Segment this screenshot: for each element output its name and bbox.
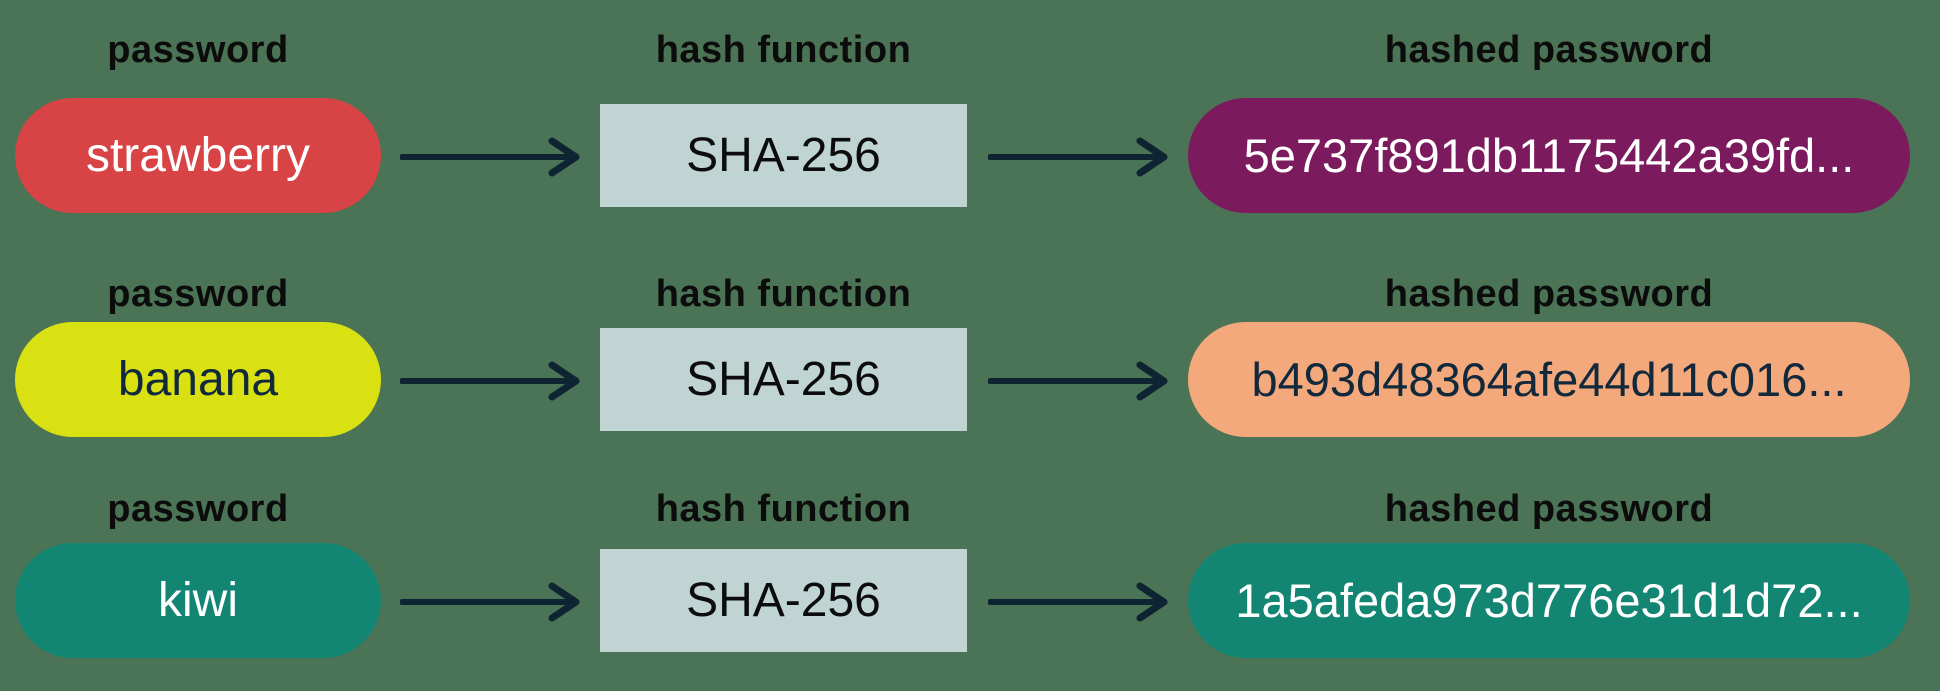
password-pill: kiwi: [15, 543, 381, 658]
arrow-right-icon: [400, 135, 590, 179]
hash-function-box: SHA-256: [600, 104, 967, 207]
hash-function-label: hash function: [655, 272, 912, 315]
password-label: password: [107, 272, 289, 315]
arrow-right-icon: [988, 359, 1178, 403]
password-pill: strawberry: [15, 98, 381, 213]
hashed-password-label: hashed password: [1384, 272, 1714, 315]
arrow-right-icon: [400, 580, 590, 624]
hash-function-box: SHA-256: [600, 328, 967, 431]
arrow-right-icon: [988, 135, 1178, 179]
hash-function-label: hash function: [655, 28, 912, 71]
hashed-password-label: hashed password: [1384, 28, 1714, 71]
hashed-password-pill: b493d48364afe44d11c016...: [1188, 322, 1910, 437]
password-label: password: [107, 487, 289, 530]
hash-function-label: hash function: [655, 487, 912, 530]
arrow-right-icon: [988, 580, 1178, 624]
password-pill: banana: [15, 322, 381, 437]
hashed-password-pill: 1a5afeda973d776e31d1d72...: [1188, 543, 1910, 658]
hashed-password-pill: 5e737f891db1175442a39fd...: [1188, 98, 1910, 213]
hash-function-box: SHA-256: [600, 549, 967, 652]
hashed-password-label: hashed password: [1384, 487, 1714, 530]
arrow-right-icon: [400, 359, 590, 403]
password-label: password: [107, 28, 289, 71]
